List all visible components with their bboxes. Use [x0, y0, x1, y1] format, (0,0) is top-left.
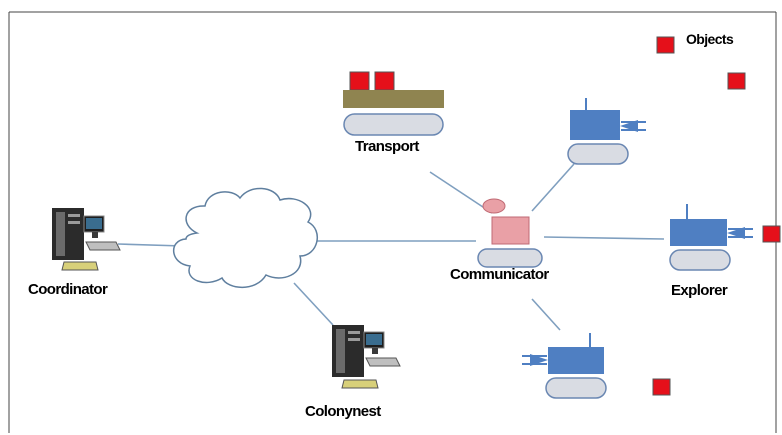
robot-bottom-icon: [522, 333, 607, 399]
link-coordinator-cloud: [117, 243, 184, 247]
colonynest-computer-icon: [332, 325, 401, 389]
communicator-label: Communicator: [450, 266, 549, 283]
transport-label: Transport: [355, 138, 419, 155]
link-communicator-explorer: [543, 236, 665, 240]
object-icon: [762, 225, 781, 243]
link-communicator-robot-bottom: [531, 298, 561, 331]
object-icon: [727, 72, 746, 90]
network-links: [117, 163, 665, 331]
coordinator-computer-icon: [52, 208, 121, 271]
frame: [8, 11, 777, 433]
colonynest-label: Colonynest: [305, 403, 381, 420]
explorer-label: Explorer: [671, 282, 728, 299]
object-icon: [652, 378, 671, 396]
link-transport-communicator: [429, 171, 493, 214]
robot-top-icon: [567, 98, 646, 165]
objects: [652, 36, 781, 396]
object-icon: [656, 36, 675, 54]
objects-label: Objects: [686, 31, 734, 47]
link-communicator-robot-top: [531, 163, 575, 212]
communicator-robot-icon: [477, 198, 543, 268]
coordinator-label: Coordinator: [28, 281, 108, 298]
cloud-network-icon: [173, 187, 318, 289]
link-cloud-colonynest: [293, 282, 334, 326]
explorer-robot-icon: [669, 204, 753, 271]
transport-robot-icon: [343, 71, 444, 136]
